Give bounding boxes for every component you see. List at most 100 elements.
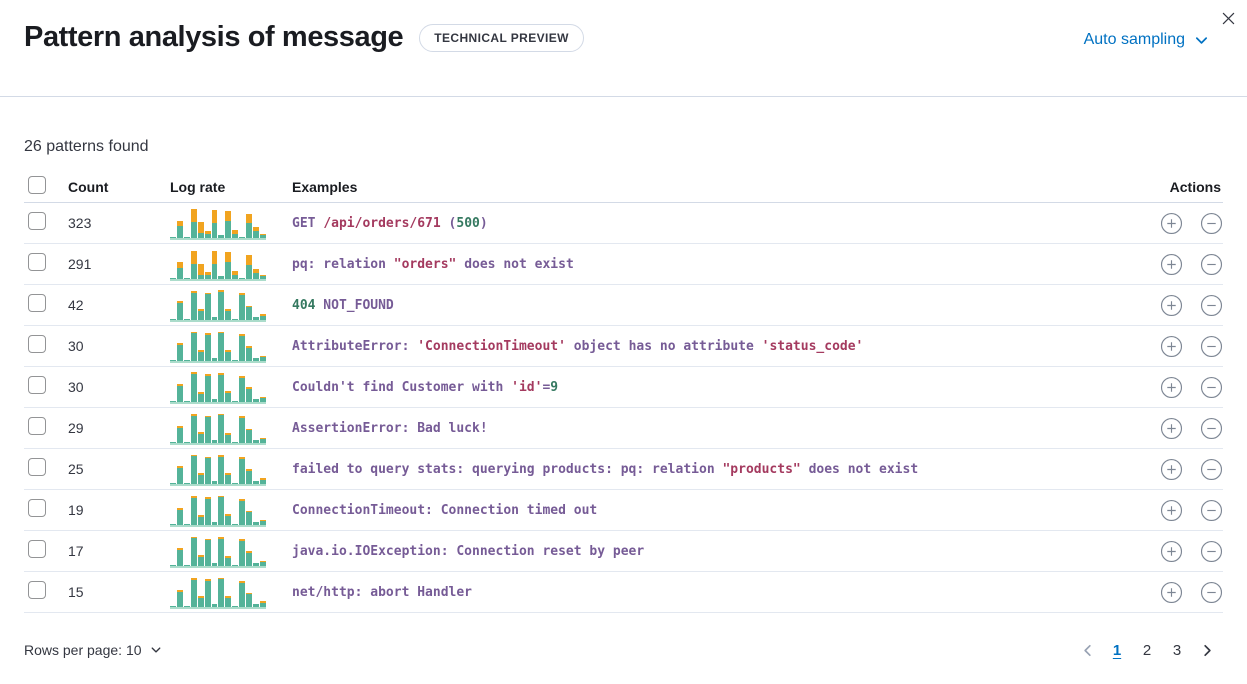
count-value: 29: [68, 420, 84, 436]
log-rate-chart: [170, 206, 266, 240]
chart-bar: [170, 329, 176, 361]
count-value: 30: [68, 338, 84, 354]
minus-in-circle-icon[interactable]: [1200, 417, 1223, 440]
close-icon[interactable]: [1215, 5, 1241, 31]
plus-in-circle-icon[interactable]: [1160, 376, 1183, 399]
chart-bar: [225, 329, 232, 361]
table-row: 25 failed to query stats: querying produ…: [24, 449, 1223, 490]
chart-bar: [190, 247, 197, 279]
row-checkbox[interactable]: [28, 416, 46, 435]
example-text: pq: relation "orders" does not exist: [292, 257, 1131, 272]
chart-bar: [218, 493, 225, 525]
chart-bar: [239, 493, 246, 525]
example-text: net/http: abort Handler: [292, 585, 1131, 600]
previous-page-icon[interactable]: [1075, 638, 1099, 662]
row-checkbox[interactable]: [28, 211, 46, 230]
count-value: 42: [68, 297, 84, 313]
count-value: 291: [68, 256, 92, 272]
chart-bar: [239, 370, 246, 402]
chart-bar: [218, 288, 225, 320]
minus-in-circle-icon[interactable]: [1200, 499, 1223, 522]
minus-in-circle-icon[interactable]: [1200, 458, 1223, 481]
row-checkbox[interactable]: [28, 539, 46, 558]
chart-bar: [197, 452, 204, 484]
plus-in-circle-icon[interactable]: [1160, 253, 1183, 276]
plus-in-circle-icon[interactable]: [1160, 581, 1183, 604]
plus-in-circle-icon[interactable]: [1160, 335, 1183, 358]
chart-bar: [232, 493, 239, 525]
minus-in-circle-icon[interactable]: [1200, 540, 1223, 563]
example-token: failed to query stats: querying products…: [292, 461, 723, 477]
select-all-checkbox[interactable]: [28, 176, 46, 194]
chart-bar: [183, 370, 190, 402]
chart-bar: [239, 575, 246, 607]
chart-bar: [170, 411, 176, 443]
example-token: 500: [456, 215, 480, 231]
chart-bar: [225, 411, 232, 443]
chart-bar: [190, 329, 197, 361]
row-checkbox[interactable]: [28, 457, 46, 476]
row-checkbox[interactable]: [28, 334, 46, 353]
rows-per-page-dropdown[interactable]: Rows per page: 10: [24, 642, 162, 658]
plus-in-circle-icon[interactable]: [1160, 499, 1183, 522]
sampling-dropdown[interactable]: Auto sampling: [1084, 31, 1209, 49]
row-checkbox[interactable]: [28, 375, 46, 394]
chart-bar: [218, 247, 225, 279]
example-text: Couldn't find Customer with 'id'=9: [292, 380, 1131, 395]
chart-bar: [211, 206, 218, 238]
log-rate-chart: [170, 575, 266, 609]
chart-bar: [170, 575, 176, 607]
chart-bar: [246, 288, 253, 320]
chart-bar: [259, 206, 266, 238]
chart-bar: [176, 329, 183, 361]
plus-in-circle-icon[interactable]: [1160, 540, 1183, 563]
minus-in-circle-icon[interactable]: [1200, 212, 1223, 235]
plus-in-circle-icon[interactable]: [1160, 458, 1183, 481]
chart-bar: [211, 534, 218, 566]
row-checkbox[interactable]: [28, 580, 46, 599]
example-token: net/http: abort Handler: [292, 584, 473, 600]
chart-bar: [225, 206, 232, 238]
chart-bar: [204, 575, 211, 607]
example-text: GET /api/orders/671 (500): [292, 216, 1131, 231]
chart-bar: [225, 575, 232, 607]
row-checkbox[interactable]: [28, 293, 46, 312]
flyout-header: Pattern analysis of message TECHNICAL PR…: [0, 0, 1247, 97]
minus-in-circle-icon[interactable]: [1200, 376, 1223, 399]
row-checkbox[interactable]: [28, 498, 46, 517]
chart-bar: [176, 575, 183, 607]
page-number-1[interactable]: 1: [1105, 638, 1129, 662]
chart-bar: [218, 534, 225, 566]
chart-bar: [225, 370, 232, 402]
chart-bar: [253, 206, 259, 238]
plus-in-circle-icon[interactable]: [1160, 417, 1183, 440]
page-number-2[interactable]: 2: [1135, 638, 1159, 662]
row-checkbox[interactable]: [28, 252, 46, 271]
example-token: does not exist: [456, 256, 574, 272]
next-page-icon[interactable]: [1195, 638, 1219, 662]
chart-bar: [253, 411, 259, 443]
chart-bar: [190, 370, 197, 402]
minus-in-circle-icon[interactable]: [1200, 335, 1223, 358]
example-token: =: [542, 379, 551, 395]
chart-bar: [190, 288, 197, 320]
chart-bar: [218, 370, 225, 402]
minus-in-circle-icon[interactable]: [1200, 294, 1223, 317]
page-number-3[interactable]: 3: [1165, 638, 1189, 662]
chart-bar: [170, 247, 176, 279]
plus-in-circle-icon[interactable]: [1160, 212, 1183, 235]
chart-bar: [218, 206, 225, 238]
plus-in-circle-icon[interactable]: [1160, 294, 1183, 317]
minus-in-circle-icon[interactable]: [1200, 253, 1223, 276]
chart-bar: [204, 288, 211, 320]
chart-bar: [170, 206, 176, 238]
chart-bar: [211, 411, 218, 443]
chart-bar: [232, 452, 239, 484]
chart-bar: [197, 370, 204, 402]
chart-bar: [176, 247, 183, 279]
chart-bar: [259, 329, 266, 361]
chart-bar: [176, 452, 183, 484]
chart-bar: [190, 534, 197, 566]
minus-in-circle-icon[interactable]: [1200, 581, 1223, 604]
chart-bar: [259, 411, 266, 443]
